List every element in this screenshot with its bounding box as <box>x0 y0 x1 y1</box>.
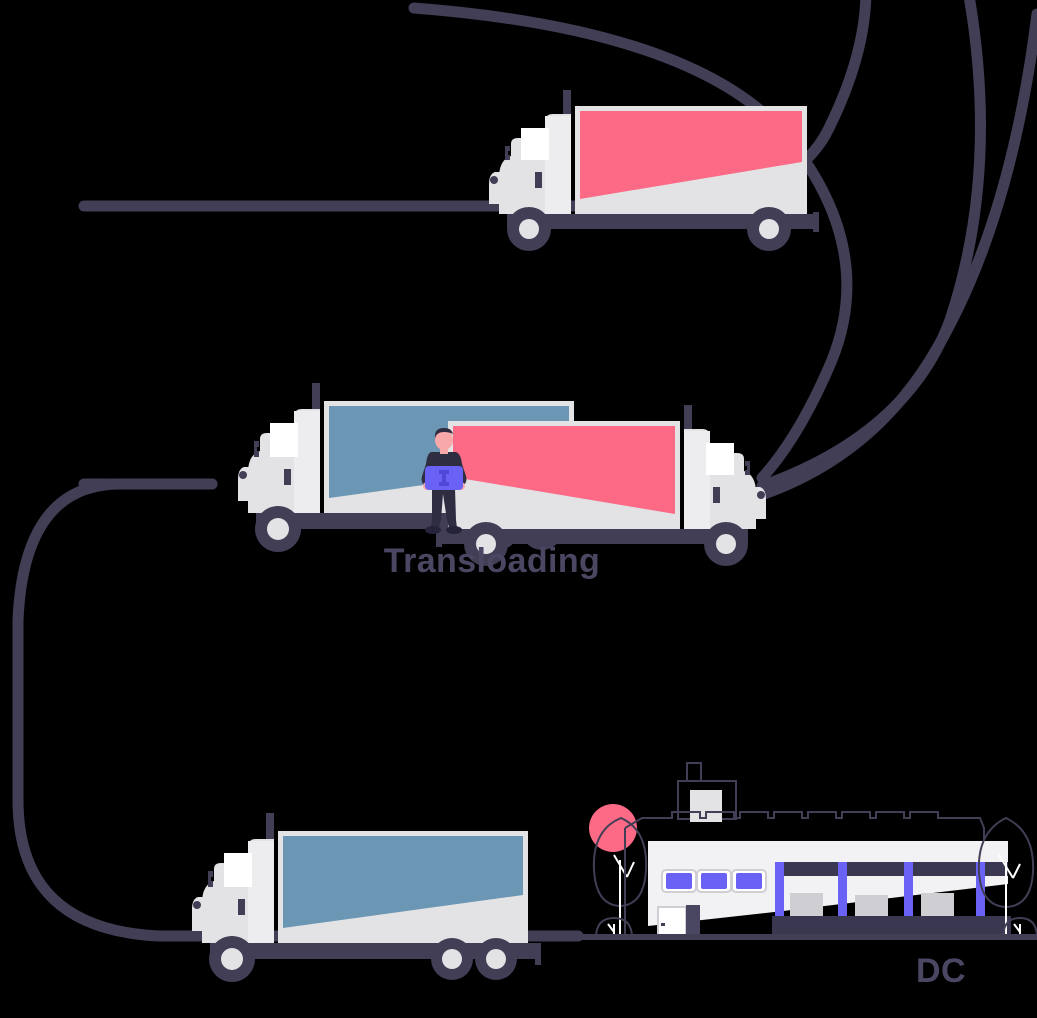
dock-platform <box>772 916 1011 938</box>
road-u-turn-left <box>12 478 584 942</box>
dc-window-3 <box>731 869 767 893</box>
dock-pillar-4 <box>976 862 985 919</box>
ground-line <box>578 934 1037 940</box>
dock-pillar-1 <box>775 862 784 919</box>
crate-2 <box>855 895 888 919</box>
dock-pillar-2 <box>838 862 847 919</box>
dc-window-1 <box>661 869 697 893</box>
dc-label: DC <box>916 952 966 990</box>
dc-entrance-door[interactable] <box>657 905 700 939</box>
dock-pillar-3 <box>904 862 913 919</box>
crate-1 <box>790 893 823 919</box>
truck-top-pink[interactable] <box>489 90 819 251</box>
road-curve-inner <box>758 8 1037 500</box>
bush-right-icon <box>1002 916 1037 939</box>
dc-window-2 <box>696 869 732 893</box>
worker-shoe-left <box>425 526 441 534</box>
warehouse-worker[interactable] <box>421 428 467 534</box>
bush-left-icon <box>595 916 633 939</box>
road-curve-middle <box>756 0 986 492</box>
dock-canopy-beam <box>775 862 1008 876</box>
transloading-label: Transloading <box>384 542 600 580</box>
distribution-center[interactable] <box>578 762 1037 940</box>
truck-bottom-blue[interactable] <box>192 813 541 982</box>
crate-3 <box>921 893 954 919</box>
purple-box <box>425 466 463 490</box>
road-curve-outer <box>408 2 853 484</box>
worker-shoe-right <box>446 526 462 534</box>
